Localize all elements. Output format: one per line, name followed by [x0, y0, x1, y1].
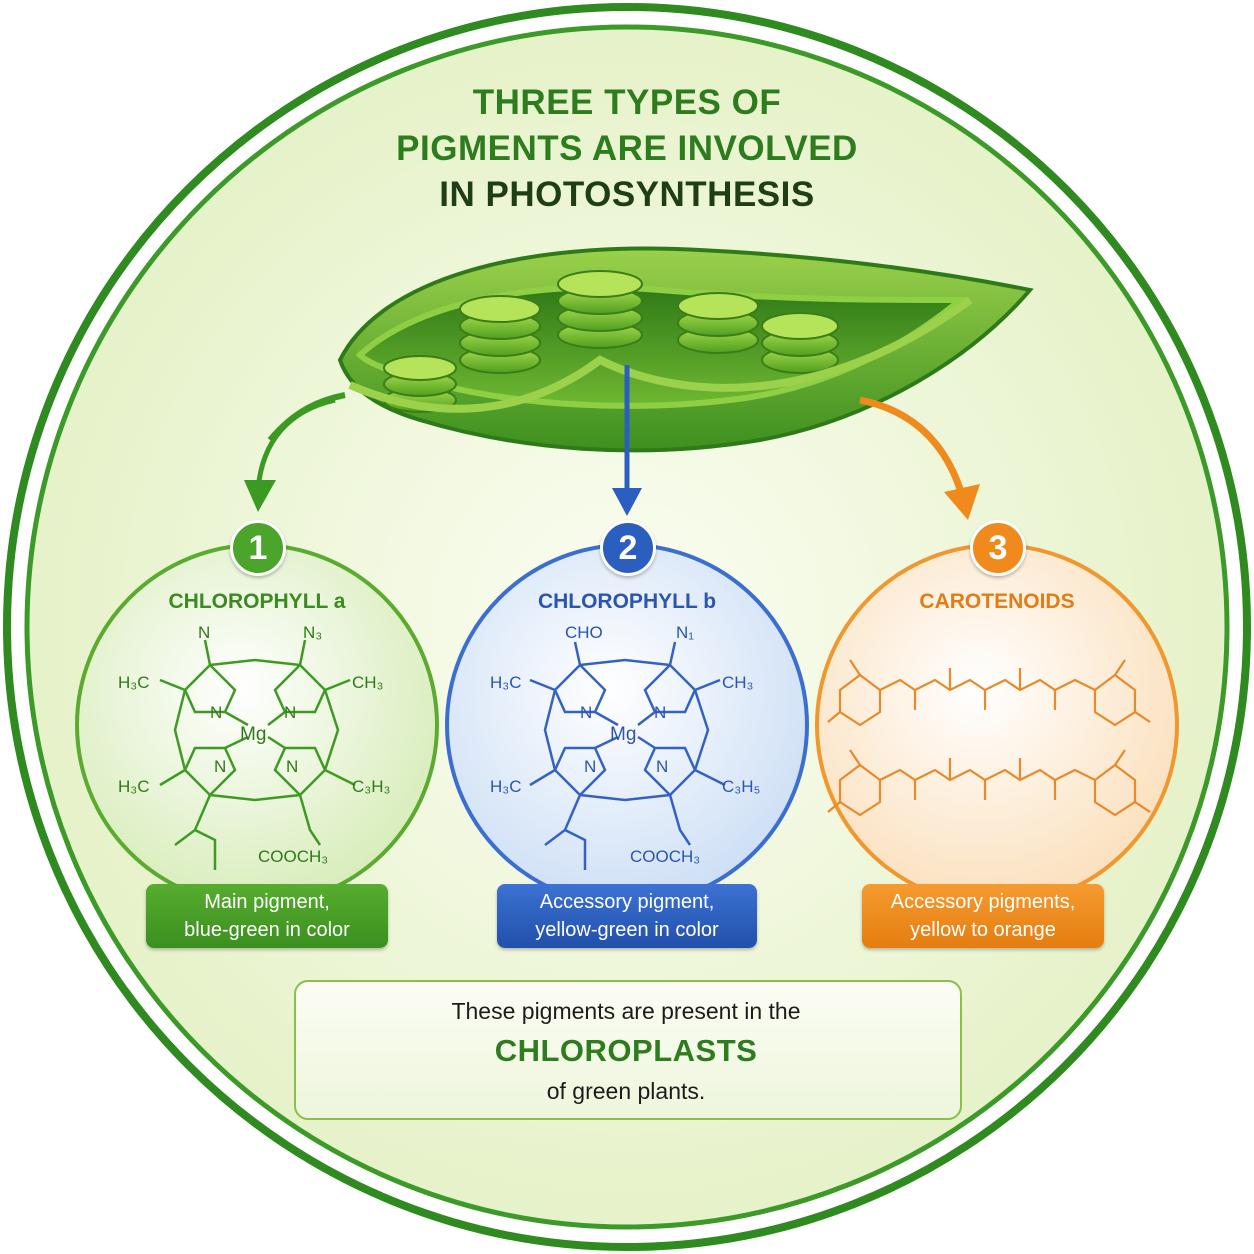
title-line-1: THREE TYPES OF [472, 83, 782, 122]
diagram-title: THREE TYPES OF PIGMENTS ARE INVOLVED IN … [227, 80, 1027, 218]
chlb-n2: N [654, 703, 666, 722]
chlb-right2: C₃H₅ [722, 777, 760, 796]
footer-line-1: These pigments are present in the [451, 998, 801, 1024]
chla-n2: N [284, 703, 296, 722]
chlb-top-left: CHO [565, 623, 603, 642]
footer-line-3: of green plants. [546, 1078, 706, 1104]
title-line-2: PIGMENTS ARE INVOLVED [396, 129, 858, 168]
pigment-name-1: CHLOROPHYLL a [168, 590, 346, 613]
chlb-n3: N [584, 757, 596, 776]
pigment-name-3: CAROTENOIDS [919, 590, 1075, 613]
thylakoid-stacks [348, 270, 973, 413]
desc-3-line-1: Accessory pigments, [890, 891, 1076, 913]
chlb-right1: CH₃ [722, 673, 753, 692]
footer-line-2: CHLOROPLASTS [494, 1033, 758, 1068]
chlb-top-right: N₁ [676, 623, 694, 642]
pigment-name-2: CHLOROPHYLL b [537, 590, 717, 613]
chla-bottom: COOCH₃ [258, 847, 328, 866]
pigment-desc-3: Accessory pigments, yellow to orange [862, 884, 1104, 948]
chlb-n4: N [656, 757, 668, 776]
desc-1-line-1: Main pigment, [204, 891, 330, 913]
badge-3: 3 [970, 520, 1026, 576]
chla-n4: N [286, 757, 298, 776]
chla-top-left: N [198, 623, 210, 642]
chla-right1: CH₃ [352, 673, 383, 692]
chla-left2: H₃C [118, 777, 149, 796]
desc-3-line-2: yellow to orange [910, 919, 1056, 941]
chlb-left1: Н₃C [490, 673, 521, 692]
chlb-bottom: COOCH₃ [630, 847, 700, 866]
chlb-n1: N [580, 703, 592, 722]
chlb-left2: H₃C [490, 777, 521, 796]
desc-2-line-2: yellow-green in color [535, 919, 719, 941]
chla-n1: N [210, 703, 222, 722]
chla-metal: Mg [240, 724, 266, 745]
badge-1: 1 [230, 520, 286, 576]
badge-2: 2 [600, 520, 656, 576]
chlorophyll-b-structure [529, 641, 726, 870]
arrows [244, 365, 980, 520]
title-line-3: IN PHOTOSYNTHESIS [439, 175, 815, 214]
chla-left1: Н₃C [118, 673, 149, 692]
footer-text: These pigments are present in the CHLORO… [294, 994, 958, 1108]
chlorophyll-a-structure [159, 639, 356, 870]
carotenoid-structures [827, 659, 1151, 817]
chla-right2: C₃H₃ [352, 777, 390, 796]
pigment-desc-2: Accessory pigment, yellow-green in color [497, 884, 757, 948]
chlb-metal: Mg [610, 724, 636, 745]
desc-1-line-2: blue-green in color [184, 919, 350, 941]
desc-2-line-1: Accessory pigment, [539, 891, 715, 913]
chla-n3: N [214, 757, 226, 776]
pigment-desc-1: Main pigment, blue-green in color [146, 884, 388, 948]
footer-box [294, 980, 962, 1120]
chla-top-right: N₃ [303, 623, 322, 642]
